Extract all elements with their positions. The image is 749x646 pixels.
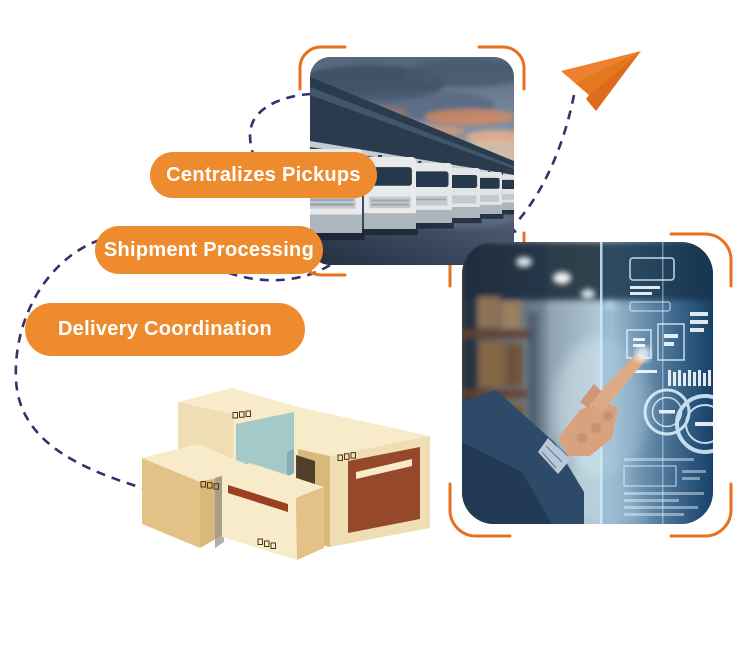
pointing-hand [462,346,651,524]
paper-plane-icon [561,51,641,111]
ceiling-lights [516,257,615,310]
pill-label: Shipment Processing [103,238,315,261]
digital-screen-ui [600,242,713,524]
pill-label: Centralizes Pickups [166,163,361,186]
pill-delivery-coordination: Delivery Coordination [25,303,305,356]
pill-label: Delivery Coordination [57,318,273,340]
pill-shipment-processing: Shipment Processing [95,226,323,274]
truck-fleet-photo [310,57,514,265]
cardboard-boxes-illustration [142,388,430,560]
truck-row [310,149,514,240]
pill-centralizes-pickups: Centralizes Pickups [150,152,377,198]
cardboard-box [222,463,324,560]
warehouse-touchscreen-photo [462,242,713,524]
